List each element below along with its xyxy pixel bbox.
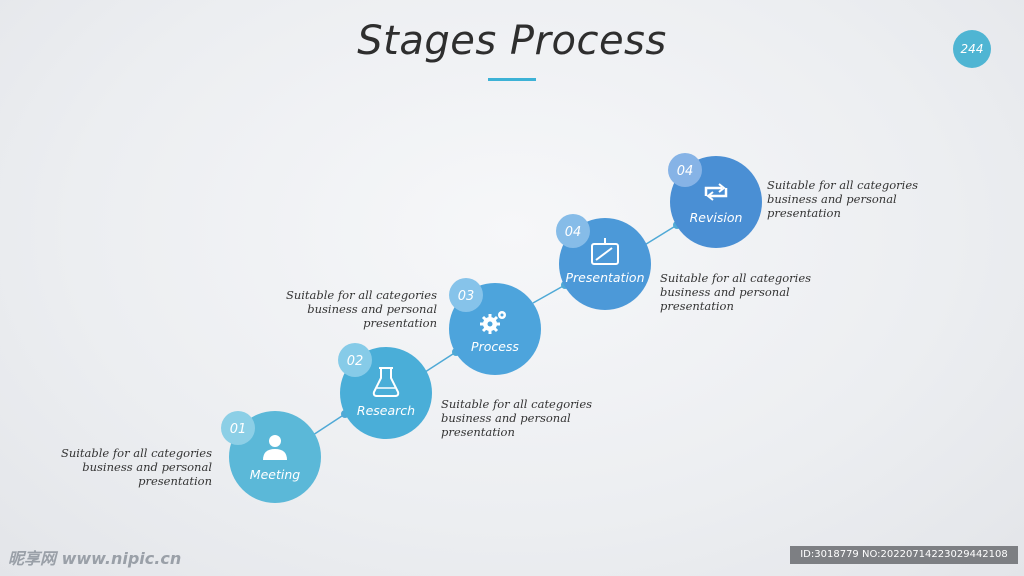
stage-number-circle — [221, 411, 255, 445]
stage-number-circle — [449, 278, 483, 312]
stage-description-presentation: Suitable for all categories business and… — [660, 271, 830, 313]
description-line: business and personal — [660, 285, 790, 299]
stage-number-circle — [338, 343, 372, 377]
stage-number: 04 — [565, 225, 582, 240]
flask-icon — [372, 367, 400, 397]
description-line: Suitable for all categories — [767, 178, 919, 192]
title-underline — [488, 78, 536, 81]
stage-number: 02 — [347, 354, 364, 369]
description-line: business and personal — [441, 411, 571, 425]
stage-research: 02 Research — [338, 343, 432, 439]
stage-number-circle — [556, 214, 590, 248]
stage-number-circle — [668, 153, 702, 187]
description-line: Suitable for all categories — [441, 397, 593, 411]
description-line: business and personal — [82, 460, 212, 474]
page-number-badge: 244 — [953, 30, 991, 68]
stage-number: 03 — [458, 289, 475, 304]
stage-meeting: 01 Meeting — [221, 411, 321, 503]
stage-description-revision: Suitable for all categories business and… — [767, 178, 937, 220]
watermark-site: 昵享网 www.nipic.cn — [8, 549, 182, 568]
stage-revision: 04 Revision — [668, 153, 762, 248]
stage-number: 01 — [230, 422, 247, 437]
description-line: presentation — [138, 474, 212, 488]
person-icon — [263, 435, 287, 460]
description-line: Suitable for all categories — [285, 288, 437, 302]
easel-icon — [591, 238, 619, 265]
stage-description-research: Suitable for all categories business and… — [441, 397, 611, 439]
connector-3-4 — [532, 284, 566, 304]
connector-1-2 — [312, 413, 346, 436]
description-line: presentation — [660, 299, 734, 313]
stage-description-process: Suitable for all categories business and… — [267, 288, 437, 330]
stage-number: 04 — [677, 164, 694, 179]
connector-4-5 — [642, 224, 678, 247]
description-line: business and personal — [307, 302, 437, 316]
stage-label: Research — [357, 403, 415, 418]
watermark-id: ID:3018779 NO:20220714223029442108 — [790, 546, 1018, 564]
description-line: presentation — [767, 206, 841, 220]
description-line: presentation — [363, 316, 437, 330]
stage-description-meeting: Suitable for all categories business and… — [42, 446, 212, 488]
stage-label: Revision — [690, 210, 743, 225]
stage-label: Meeting — [250, 467, 300, 482]
description-line: Suitable for all categories — [60, 446, 212, 460]
description-line: Suitable for all categories — [660, 271, 812, 285]
stage-label: Process — [471, 339, 519, 354]
description-line: business and personal — [767, 192, 897, 206]
stage-process: 03 Process — [449, 278, 541, 375]
description-line: presentation — [441, 425, 515, 439]
repeat-icon — [704, 183, 728, 201]
connector-2-3 — [421, 351, 457, 375]
gears-icon — [480, 311, 506, 334]
stage-label: Presentation — [566, 270, 645, 285]
stage-presentation: 04 Presentation — [556, 214, 651, 310]
page-title: Stages Process — [357, 18, 667, 64]
